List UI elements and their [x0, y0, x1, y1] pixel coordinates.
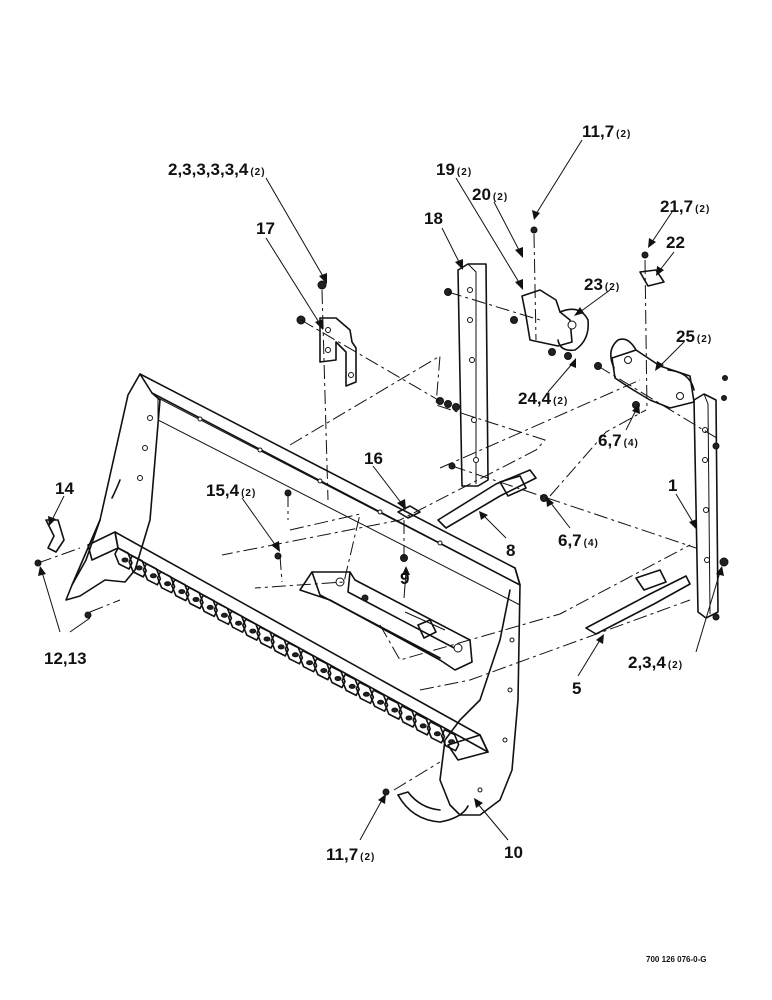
callout-label: 12,13	[44, 649, 87, 668]
guard-tooth	[213, 602, 233, 626]
main-frame	[65, 373, 521, 823]
guard-tooth-shade	[419, 723, 427, 729]
callout-label: 6,7(4)	[598, 431, 639, 450]
handle-14	[45, 519, 65, 553]
guard-tooth-shade	[334, 676, 342, 681]
guard-tooth	[426, 721, 446, 744]
guard-tooth	[412, 713, 431, 736]
left-upright-18	[457, 263, 489, 487]
callout-label: 14	[55, 479, 74, 498]
guard-tooth-shade	[448, 739, 456, 745]
guard-tooth-shade	[121, 557, 129, 563]
guard-tooth-shade	[192, 597, 200, 602]
guard-tooth	[185, 586, 204, 610]
guard-tooth	[270, 634, 289, 657]
guard-tooth-shade	[362, 691, 370, 697]
guard-tooth	[369, 689, 389, 712]
callout-label: 16	[364, 449, 383, 468]
guard-tooth-shade	[291, 652, 299, 658]
callout-label: 2,3,3,3,3,4(2)	[168, 160, 266, 179]
guard-tooth-shade	[206, 604, 214, 610]
guard-tooth-shade	[306, 660, 314, 666]
guard-tooth-shade	[320, 668, 328, 674]
callout-label: 11,7(2)	[326, 845, 375, 864]
callout-label: 24,4(2)	[518, 389, 568, 408]
guard-tooth	[156, 570, 176, 594]
guard-tooth	[128, 555, 147, 578]
callout-label: 20(2)	[472, 185, 508, 204]
guard-tooth	[398, 705, 417, 728]
guard-tooth	[256, 626, 275, 649]
guard-tooth-shade	[235, 620, 243, 626]
skid-plate-5	[585, 569, 691, 635]
pivot-plate-25	[610, 338, 695, 409]
guard-tooth-shade	[249, 628, 257, 634]
callout-label: 23(2)	[584, 275, 620, 294]
guard-tooth	[384, 697, 403, 720]
callout-labels: 11,7(2) 2,3,3,3,3,4(2) 19(2) 20(2) 21,7(…	[44, 122, 712, 864]
callout-label: 17	[256, 219, 275, 238]
guard-tooth-shade	[220, 612, 228, 618]
callout-label: 21,7(2)	[660, 197, 710, 216]
guard-tooth-shade	[391, 707, 399, 713]
guard-tooth	[284, 642, 304, 665]
callout-label: 6,7(4)	[558, 531, 599, 550]
drawing-code: 700 126 076-0-G	[646, 955, 707, 964]
guard-tooth	[341, 673, 360, 697]
callout-label: 22	[666, 233, 685, 252]
callout-label: 11,7(2)	[582, 122, 631, 141]
guard-tooth	[298, 649, 318, 673]
guard-tooth	[355, 681, 375, 705]
right-upright-1	[693, 393, 719, 619]
bracket-17	[319, 317, 357, 387]
guard-tooth	[440, 728, 460, 752]
guard-tooth	[327, 665, 346, 689]
assembly-lines	[37, 233, 721, 791]
callout-label: 5	[572, 679, 581, 698]
callout-label: 10	[504, 843, 523, 862]
leader-lines	[38, 139, 724, 841]
guard-tooth	[242, 618, 261, 641]
skid-plate-8	[437, 469, 537, 529]
guard-tooth-shade	[178, 589, 186, 595]
guard-tooth-shade	[164, 581, 172, 587]
guard-tooth-shade	[405, 715, 413, 721]
guard-tooth-shade	[263, 636, 271, 642]
guard-tooth	[313, 657, 332, 681]
callout-label: 18	[424, 209, 443, 228]
pivot-plate-23	[521, 289, 590, 352]
guard-tooth-shade	[433, 731, 441, 737]
guard-tooth	[227, 610, 247, 633]
guard-row	[114, 547, 460, 752]
guard-tooth	[142, 563, 162, 586]
callout-label: 8	[506, 541, 515, 560]
guard-tooth-shade	[135, 565, 143, 571]
guard-tooth	[114, 547, 133, 570]
callout-label: 2,3,4(2)	[628, 653, 683, 672]
guard-tooth-shade	[149, 573, 157, 579]
guard-tooth-shade	[348, 683, 356, 689]
center-bracket	[299, 571, 473, 671]
callout-label: 9	[400, 569, 409, 588]
callout-label: 15,4(2)	[206, 481, 256, 500]
guard-tooth	[171, 578, 190, 602]
plate-16	[397, 505, 421, 519]
callout-label: 25(2)	[676, 327, 712, 346]
guard-tooth-shade	[377, 699, 385, 705]
plate-22	[639, 269, 665, 287]
guard-tooth	[199, 594, 218, 618]
guard-tooth-shade	[277, 644, 285, 650]
callout-label: 19(2)	[436, 160, 472, 179]
callout-label: 1	[668, 476, 677, 495]
